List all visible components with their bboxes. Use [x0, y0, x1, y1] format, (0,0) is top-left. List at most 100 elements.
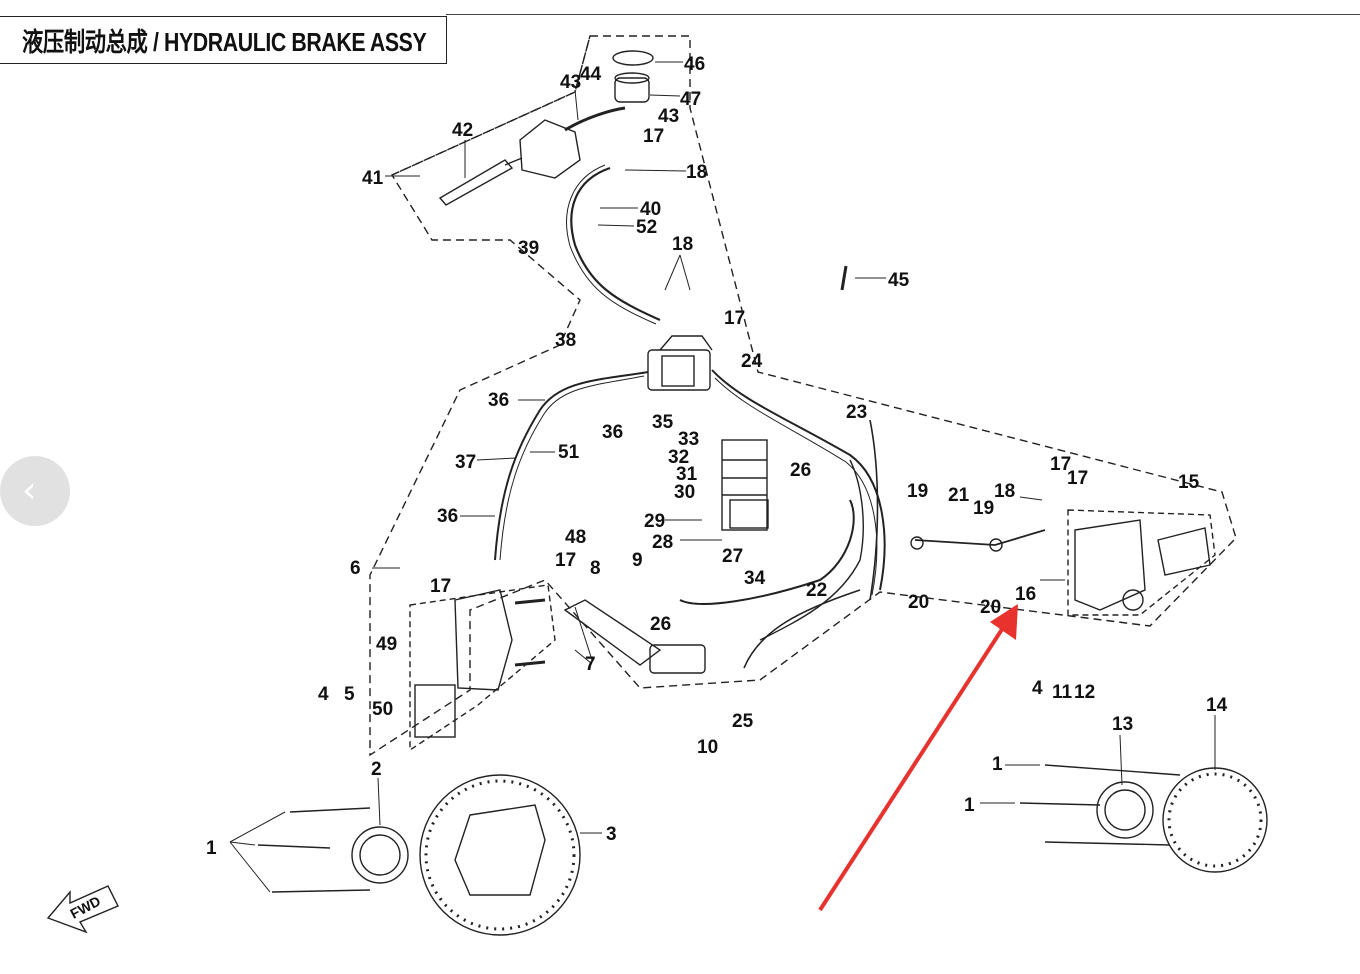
callout-18: 18	[672, 234, 693, 255]
previous-image-button[interactable]: ‹	[0, 456, 70, 526]
callout-9: 9	[632, 550, 643, 571]
rear-disc	[1162, 767, 1268, 873]
callout-10: 10	[697, 737, 718, 758]
group-outline-front-caliper	[409, 584, 556, 752]
callout-41: 41	[362, 168, 384, 189]
callout-5: 5	[344, 684, 355, 705]
top-rule	[446, 14, 1360, 15]
reservoir-body	[614, 77, 650, 103]
reservoir-stack	[721, 439, 768, 531]
rear-master-cylinder	[649, 644, 706, 674]
callout-17: 17	[430, 576, 451, 597]
callout-48: 48	[565, 527, 586, 548]
callout-50: 50	[372, 699, 393, 720]
brake-pad-50	[414, 684, 456, 738]
abs-module	[647, 349, 711, 391]
hose-23	[869, 419, 879, 601]
callout-35: 35	[652, 412, 674, 433]
callout-33: 33	[678, 429, 699, 450]
brake-lever	[438, 159, 514, 206]
callout-21: 21	[948, 485, 970, 506]
rear-brake-pad	[1157, 527, 1211, 576]
callout-31: 31	[676, 464, 698, 485]
group-outline-rear-caliper	[1067, 509, 1216, 616]
callout-42: 42	[452, 120, 473, 141]
callout-19: 19	[973, 498, 994, 519]
callout-4: 4	[1032, 678, 1043, 699]
callout-20: 20	[908, 592, 929, 613]
master-cylinder	[519, 119, 581, 179]
front-disc	[419, 774, 581, 936]
group-outline-master-cylinder	[369, 35, 1237, 757]
callout-1: 1	[964, 795, 975, 816]
callout-17: 17	[724, 308, 745, 329]
callout-2: 2	[371, 759, 382, 780]
callout-24: 24	[741, 351, 763, 372]
leader-lines	[229, 61, 1216, 893]
brake-hose-39	[570, 166, 661, 322]
callout-47: 47	[680, 89, 701, 110]
fwd-label: FWD	[67, 893, 103, 922]
callout-43: 43	[560, 72, 581, 93]
callout-19: 19	[907, 481, 928, 502]
rear-adapter-13	[1096, 781, 1154, 839]
callout-26: 26	[790, 460, 811, 481]
callout-17: 17	[643, 126, 664, 147]
callout-12: 12	[1074, 682, 1095, 703]
red-pointer-arrow	[818, 604, 1018, 912]
callout-51: 51	[558, 442, 580, 463]
brake-line-21	[914, 529, 1046, 546]
callout-4: 4	[318, 684, 329, 705]
brake-pedal	[563, 599, 662, 666]
hose-rear-24	[711, 369, 886, 591]
callout-20: 20	[980, 597, 1001, 618]
callout-1: 1	[206, 838, 217, 859]
callout-3: 3	[606, 824, 617, 845]
callout-29: 29	[644, 511, 665, 532]
callout-34: 34	[744, 568, 766, 589]
hose-22	[759, 459, 864, 641]
front-caliper	[454, 589, 513, 691]
fwd-arrow-icon	[46, 885, 119, 934]
callout-46: 46	[684, 54, 705, 75]
callout-14: 14	[1206, 695, 1228, 716]
callout-32: 32	[668, 447, 689, 468]
callout-1: 1	[992, 754, 1003, 775]
callout-17: 17	[1067, 468, 1088, 489]
title-box	[0, 16, 447, 64]
callout-22: 22	[806, 580, 827, 601]
hose-front	[494, 371, 649, 561]
callout-26: 26	[650, 614, 671, 635]
callout-52: 52	[636, 217, 657, 238]
callout-44: 44	[580, 64, 602, 85]
callout-30: 30	[674, 482, 695, 503]
callout-45: 45	[888, 270, 910, 291]
callout-18: 18	[994, 481, 1015, 502]
group-outline-lever	[391, 35, 591, 176]
callout-39: 39	[518, 238, 539, 259]
callout-17: 17	[555, 550, 576, 571]
callout-49: 49	[376, 634, 397, 655]
callout-36: 36	[437, 506, 458, 527]
callout-17: 17	[1050, 454, 1071, 475]
callout-6: 6	[350, 558, 361, 579]
callout-43: 43	[658, 106, 679, 127]
callout-38: 38	[555, 330, 576, 351]
callout-16: 16	[1015, 584, 1036, 605]
rear-caliper	[1074, 519, 1146, 611]
callout-8: 8	[590, 558, 601, 579]
reservoir-hose	[564, 106, 626, 132]
callout-27: 27	[722, 546, 743, 567]
callout-25: 25	[732, 711, 754, 732]
callout-labels: 46 47 44 43 43 42 41 17 18 40 52 39 18 1…	[67, 54, 1227, 922]
callout-36: 36	[488, 390, 509, 411]
callout-36: 36	[602, 422, 623, 443]
callout-18: 18	[686, 162, 707, 183]
callout-11: 11	[1052, 682, 1073, 703]
bolts	[257, 764, 1181, 893]
callout-28: 28	[652, 532, 673, 553]
chevron-left-icon: ‹	[22, 470, 37, 511]
callout-7: 7	[585, 654, 596, 675]
callout-13: 13	[1112, 714, 1133, 735]
